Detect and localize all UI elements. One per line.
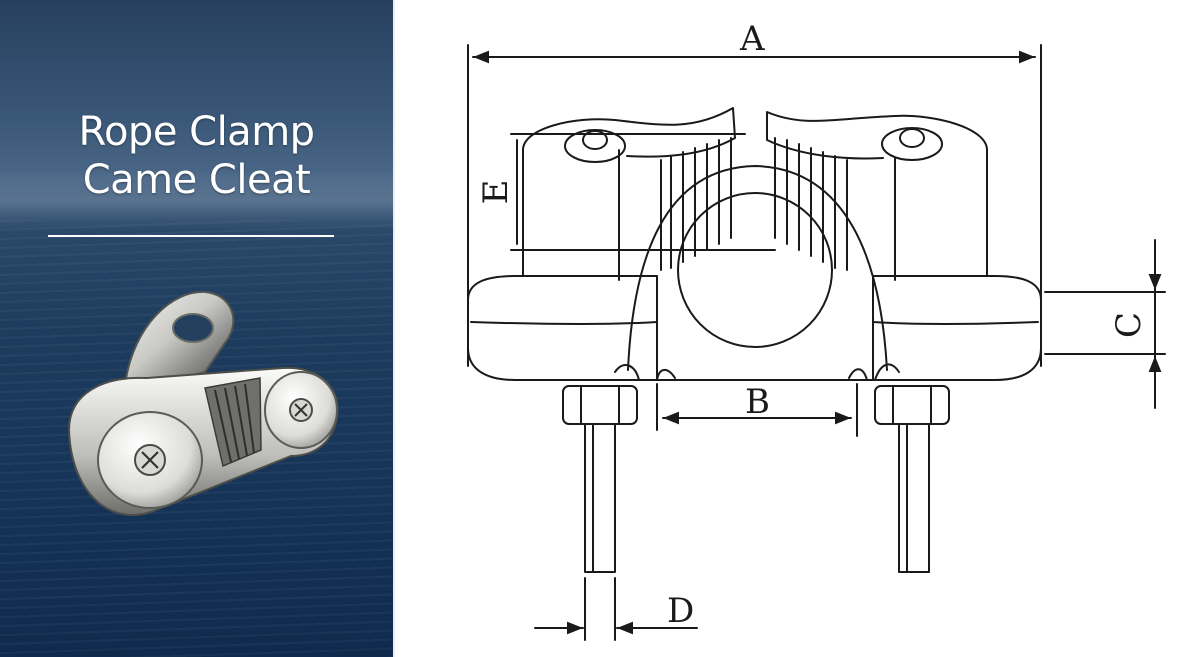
right-bolt	[874, 385, 950, 573]
banner-title-line-1: Rope Clamp	[78, 109, 315, 155]
cam-teeth-right	[774, 137, 848, 271]
panel-separator	[393, 0, 395, 657]
fairlead-arch	[614, 165, 900, 381]
cam-teeth-left	[660, 137, 732, 271]
label-d: D	[667, 591, 694, 631]
dimension-d	[534, 577, 698, 641]
label-e: E	[476, 180, 516, 205]
product-photo	[67, 290, 339, 517]
dimension-b	[656, 383, 858, 437]
dimension-a	[467, 44, 1042, 367]
banner-title-line-2: Came Cleat	[82, 157, 311, 203]
dimension-c	[1044, 239, 1166, 409]
banner-panel: Rope Clamp Came Cleat	[0, 0, 393, 657]
label-a: A	[739, 19, 765, 59]
label-b: B	[745, 382, 770, 422]
right-cam-cylinder	[766, 111, 988, 281]
title-divider	[48, 235, 334, 237]
cam-teeth-ridges	[214, 383, 255, 463]
label-c: C	[1109, 312, 1149, 338]
fairlead-hole	[172, 313, 214, 343]
left-bolt	[562, 385, 638, 573]
left-cam-cylinder	[522, 107, 736, 281]
technical-drawing: A B C D E	[467, 19, 1166, 641]
horizon-haze	[0, 170, 393, 230]
dimension-e	[510, 133, 776, 251]
cleat-base-outline	[467, 275, 1042, 381]
dimension-labels: A B C D E	[476, 19, 1149, 631]
